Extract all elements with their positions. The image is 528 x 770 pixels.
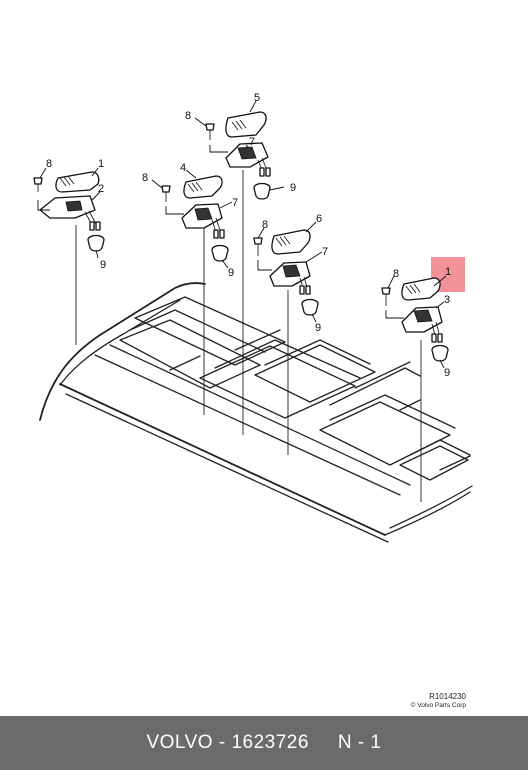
callout-8-center: 8 — [262, 219, 268, 231]
assembly-right — [381, 277, 449, 362]
callout-9-middle: 9 — [228, 267, 234, 279]
callout-labels: 1 1 2 3 4 5 6 7 7 7 8 8 8 8 8 9 9 9 9 9 — [46, 92, 451, 379]
callout-6: 6 — [316, 213, 322, 225]
part-footer-bar: VOLVO - 1623726 N - 1 — [0, 716, 528, 770]
position-lines — [75, 170, 422, 502]
brand-name: VOLVO — [146, 732, 214, 753]
footer-separator: - — [213, 732, 232, 753]
exploded-parts-diagram: 1 1 2 3 4 5 6 7 7 7 8 8 8 8 8 9 9 9 9 9 — [33, 92, 473, 543]
reference-number: R1014230 — [429, 692, 466, 701]
assembly-middle-left — [161, 175, 229, 262]
callout-7-right: 7 — [322, 246, 328, 258]
roof-outline — [39, 282, 473, 543]
callout-1-left: 1 — [98, 158, 104, 170]
callout-9-center: 9 — [315, 322, 321, 334]
callout-leaders — [39, 100, 447, 369]
assembly-middle-right — [253, 229, 319, 316]
callout-2: 2 — [98, 183, 104, 195]
diagram-position: N - 1 — [337, 732, 382, 753]
callout-8-right: 8 — [393, 268, 399, 280]
callout-8-top: 8 — [185, 110, 191, 122]
callout-7-top: 7 — [249, 136, 255, 148]
callout-7-middle: 7 — [232, 197, 238, 209]
callout-9-left: 9 — [100, 259, 106, 271]
assembly-left — [33, 171, 105, 252]
callout-1-right: 1 — [445, 266, 451, 278]
assembly-top — [205, 111, 271, 200]
callout-9-top: 9 — [290, 182, 296, 194]
callout-4: 4 — [180, 162, 186, 174]
callout-8-left: 8 — [46, 158, 52, 170]
part-number: 1623726 — [231, 732, 309, 753]
callout-3: 3 — [444, 294, 450, 306]
copyright-notice: © Volvo Parts Corp — [410, 702, 466, 709]
callout-8-middle: 8 — [142, 172, 148, 184]
drawing-reference: R1014230 © Volvo Parts Corp — [411, 692, 466, 710]
callout-9-right: 9 — [444, 367, 450, 379]
callout-5: 5 — [254, 92, 260, 104]
